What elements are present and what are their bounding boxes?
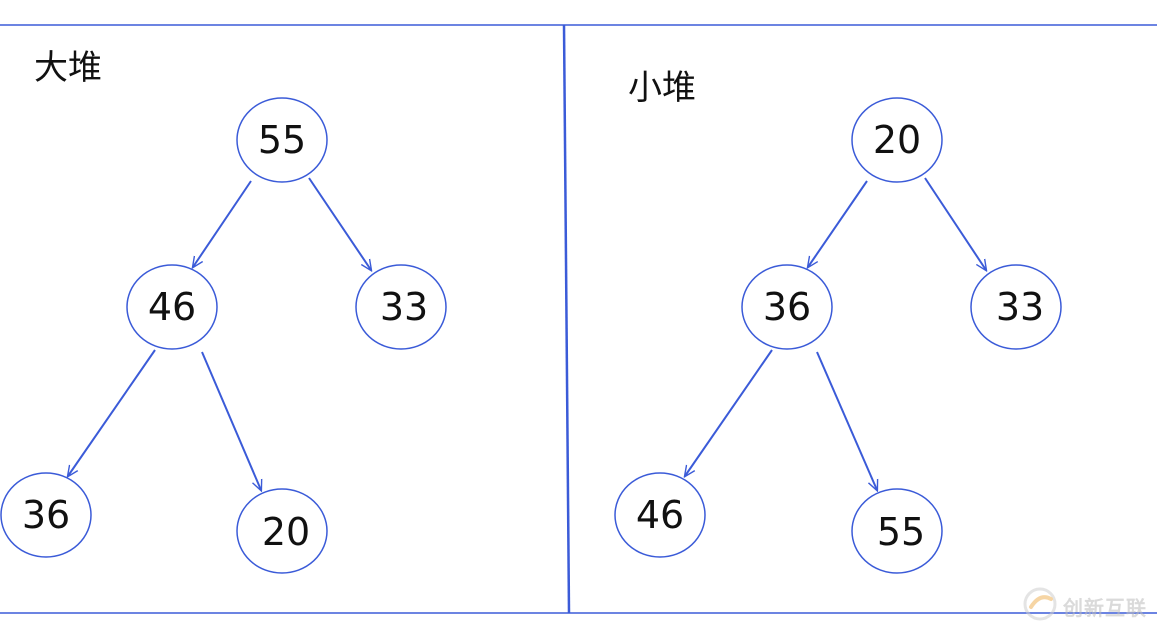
node-label: 46 xyxy=(148,285,196,329)
node-circle xyxy=(236,488,328,574)
node-label: 46 xyxy=(636,493,684,537)
min-heap-node: 46 xyxy=(614,472,706,558)
tree-edge-arrow xyxy=(685,349,773,476)
watermark-text: 创新互联 xyxy=(1063,595,1147,620)
node-label: 20 xyxy=(873,118,921,162)
node-label: 33 xyxy=(380,285,428,329)
max-heap-node: 33 xyxy=(355,264,447,350)
node-circle xyxy=(126,264,218,350)
max-heap-edges xyxy=(68,177,371,490)
node-circle xyxy=(355,264,447,350)
tree-edge-arrow xyxy=(68,349,156,476)
node-label: 36 xyxy=(22,493,70,537)
tree-edge-arrow xyxy=(808,180,868,267)
brand-swirl-icon xyxy=(1023,587,1057,625)
min-heap-title: 小堆 xyxy=(628,68,696,108)
node-label: 55 xyxy=(877,510,925,554)
tree-edge-arrow xyxy=(201,351,261,490)
node-label: 55 xyxy=(258,118,306,162)
node-label: 20 xyxy=(262,510,310,554)
watermark: 创新互联 xyxy=(1023,587,1147,625)
node-circle xyxy=(851,97,943,183)
node-circle xyxy=(851,488,943,574)
min-heap-edges xyxy=(685,177,986,490)
node-label: 33 xyxy=(996,285,1044,329)
max-heap-node: 46 xyxy=(126,264,218,350)
min-heap-node: 33 xyxy=(970,264,1062,350)
tree-edge-arrow xyxy=(308,177,371,270)
min-heap-node: 36 xyxy=(741,264,833,350)
tree-edge-arrow xyxy=(193,180,252,267)
node-label: 36 xyxy=(763,285,811,329)
panel-divider-line xyxy=(562,24,571,614)
node-circle xyxy=(236,97,328,183)
tree-edge-arrow xyxy=(924,177,986,270)
node-circle xyxy=(741,264,833,350)
min-heap-node: 20 xyxy=(851,97,943,183)
max-heap-node: 36 xyxy=(0,472,92,558)
tree-edge-arrow xyxy=(816,351,877,490)
node-circle xyxy=(614,472,706,558)
min-heap-node: 55 xyxy=(851,488,943,574)
node-circle xyxy=(0,472,92,558)
node-circle xyxy=(970,264,1062,350)
max-heap-node: 55 xyxy=(236,97,328,183)
max-heap-title: 大堆 xyxy=(34,48,102,88)
max-heap-node: 20 xyxy=(236,488,328,574)
